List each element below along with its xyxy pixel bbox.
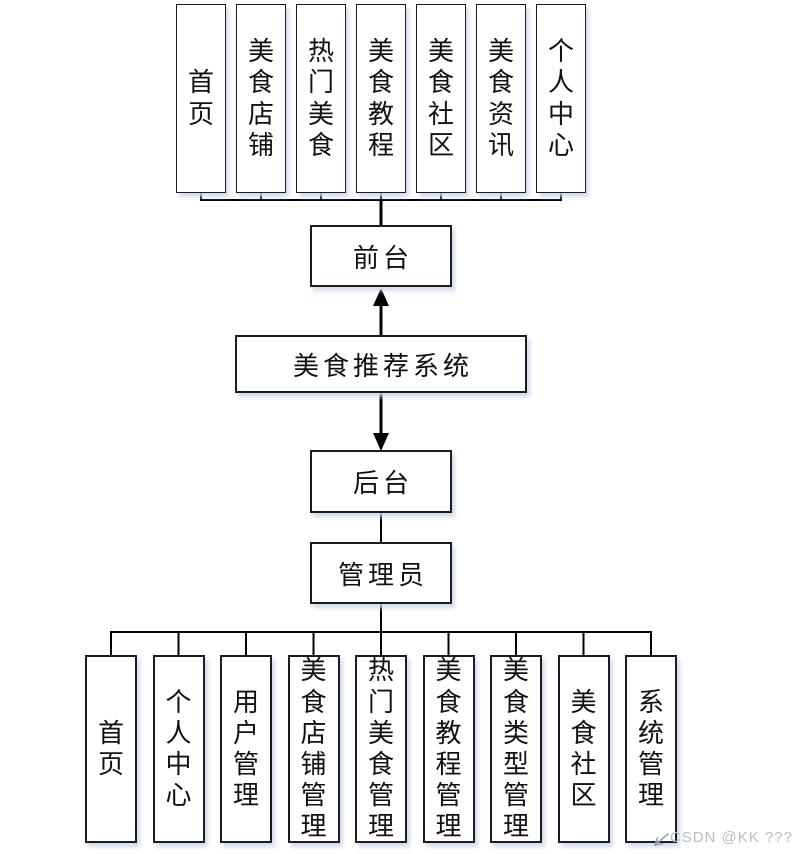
- admin-module-box: 热门美食管理: [355, 655, 407, 843]
- admin-module-box: 系统管理: [625, 655, 677, 843]
- node-front: 前台: [310, 225, 452, 287]
- front-module-box: 首页: [176, 4, 226, 193]
- front-module-label: 热门美食: [307, 37, 334, 160]
- admin-module-label: 用户管理: [232, 687, 259, 811]
- admin-module-box: 美食店铺管理: [287, 655, 340, 843]
- admin-module-label: 美食社区: [570, 687, 597, 811]
- admin-module-label: 美食教程管理: [435, 656, 462, 842]
- front-module-label: 美食教程: [367, 37, 394, 160]
- watermark-text: CSDN @KK ???: [669, 828, 793, 846]
- node-system-title: 美食推荐系统: [235, 335, 527, 393]
- node-back-label: 后台: [352, 469, 413, 498]
- front-module-label: 美食资讯: [487, 37, 514, 160]
- node-front-label: 前台: [352, 243, 413, 273]
- admin-module-box: 美食教程管理: [422, 655, 475, 843]
- admin-module-label: 个人中心: [165, 687, 192, 811]
- admin-module-label: 热门美食管理: [367, 656, 394, 842]
- front-module-box: 美食店铺: [236, 4, 286, 193]
- admin-module-label: 美食类型管理: [502, 656, 529, 842]
- admin-module-box: 用户管理: [220, 655, 272, 843]
- node-admin-label: 管理员: [337, 560, 428, 590]
- admin-module-box: 个人中心: [152, 655, 205, 843]
- front-module-box: 个人中心: [536, 4, 586, 193]
- front-module-label: 首页: [187, 68, 214, 129]
- front-module-label: 美食店铺: [247, 37, 274, 160]
- node-back: 后台: [310, 450, 452, 513]
- front-module-box: 美食社区: [416, 4, 466, 193]
- node-admin: 管理员: [310, 542, 452, 604]
- front-module-label: 个人中心: [547, 37, 574, 160]
- admin-module-label: 首页: [97, 718, 124, 779]
- front-module-box: 美食教程: [356, 4, 406, 193]
- arrowhead-down-icon: [373, 433, 389, 451]
- arrowhead-up-icon: [373, 288, 389, 306]
- admin-module-label: 美食店铺管理: [300, 656, 327, 842]
- admin-module-box: 美食社区: [557, 655, 610, 843]
- admin-module-box: 首页: [85, 655, 137, 843]
- front-module-box: 美食资讯: [476, 4, 526, 193]
- front-module-label: 美食社区: [427, 37, 454, 160]
- admin-module-box: 美食类型管理: [490, 655, 542, 843]
- front-module-box: 热门美食: [296, 4, 346, 193]
- admin-module-label: 系统管理: [637, 687, 664, 811]
- arrow-down-left-icon: [654, 833, 669, 846]
- watermark: CSDN @KK ???: [649, 824, 793, 850]
- node-system-label: 美食推荐系统: [292, 351, 473, 381]
